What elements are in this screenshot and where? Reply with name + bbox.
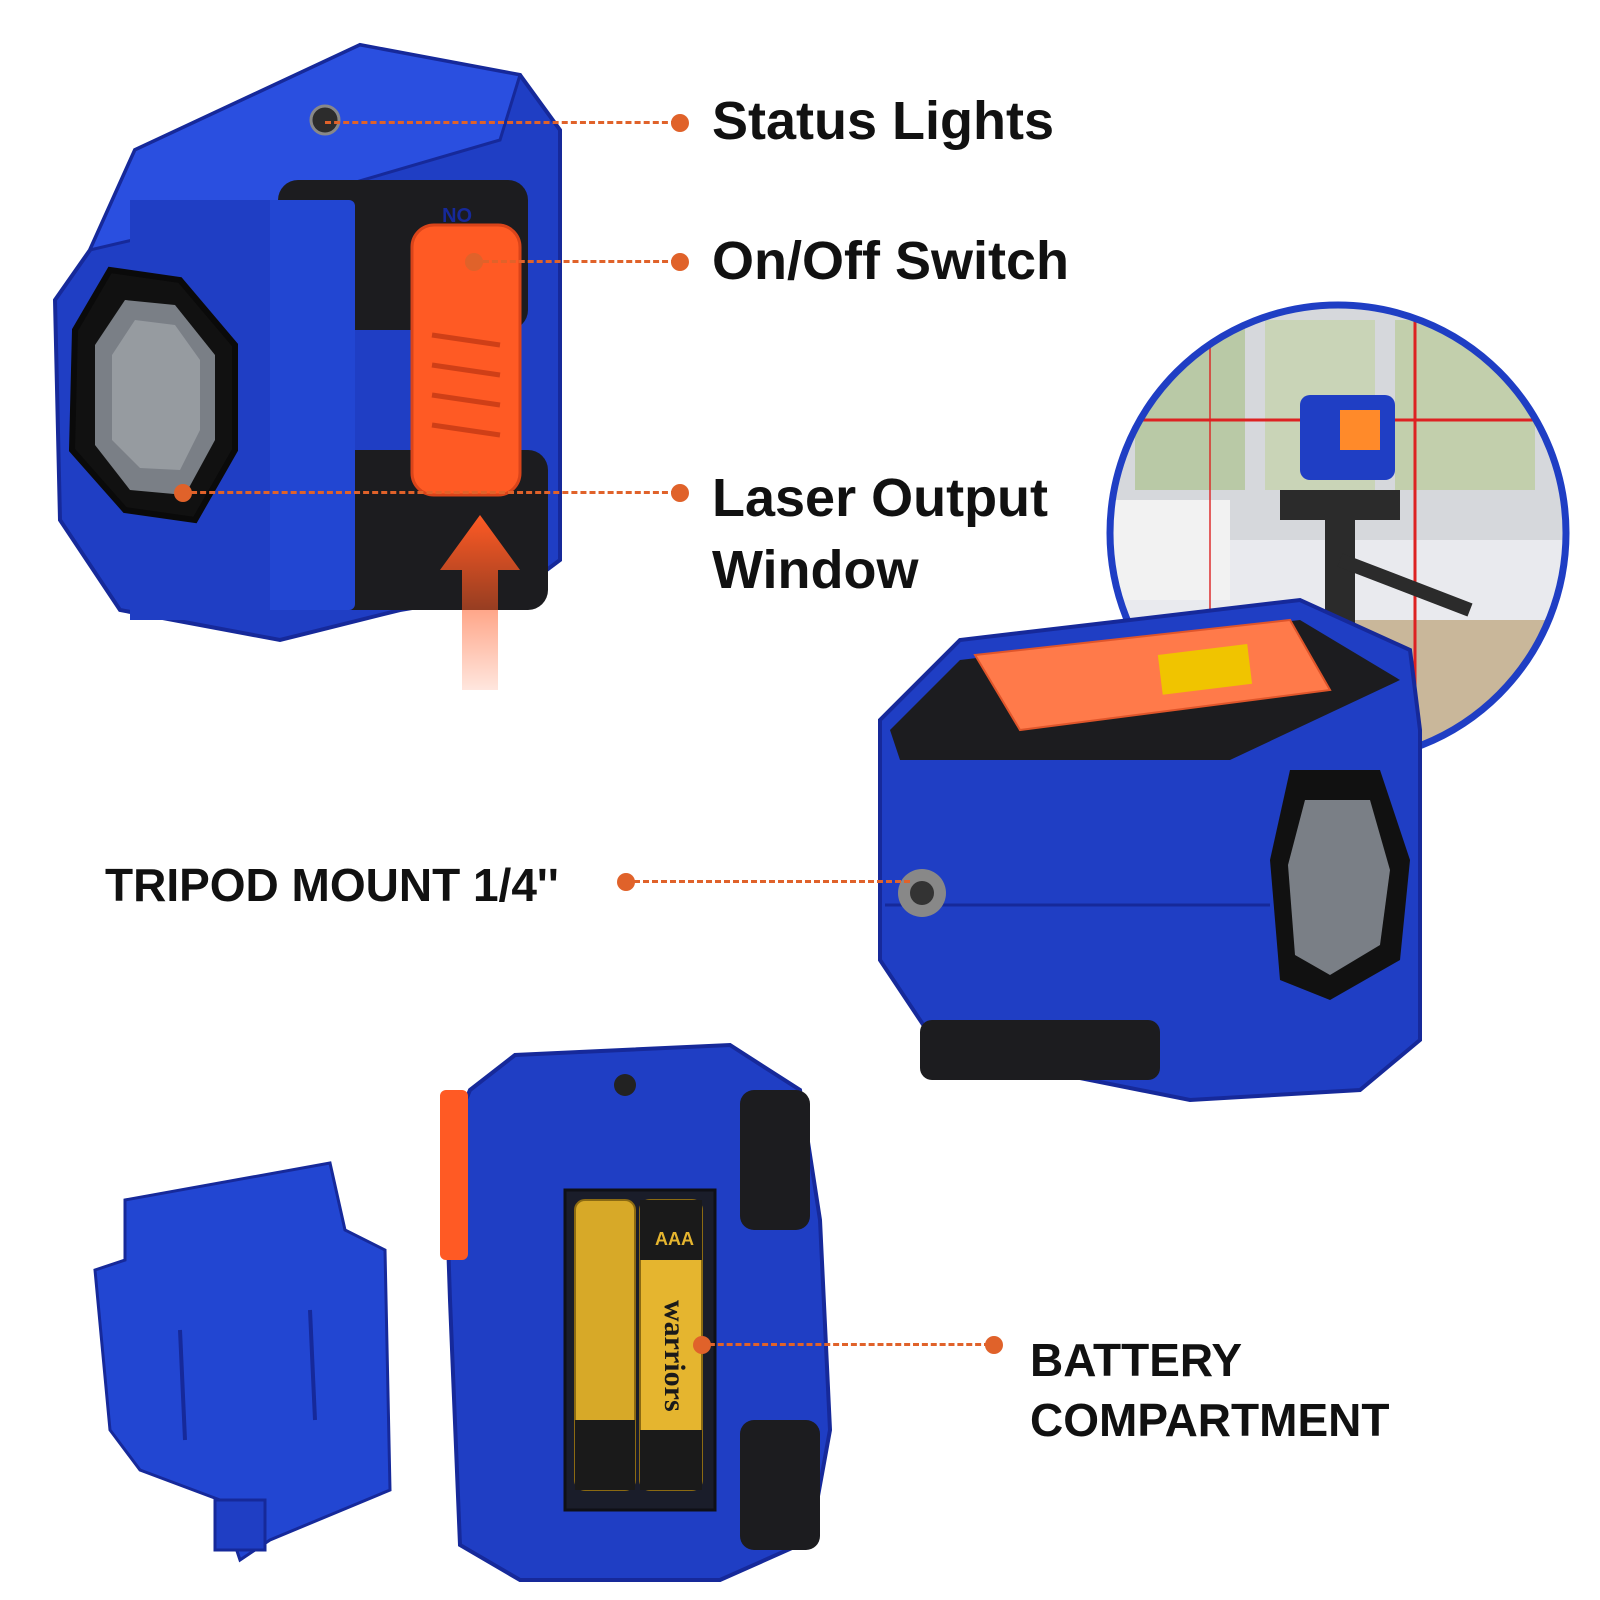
status-lights-callout-line xyxy=(325,121,677,124)
battery-compartment-label: BATTERY COMPARTMENT xyxy=(1030,1330,1389,1450)
battery-cover xyxy=(93,1161,392,1563)
laser-window-callout-dot xyxy=(671,484,689,502)
battery-point-dot xyxy=(693,1336,711,1354)
on-off-switch-callout-dot xyxy=(671,253,689,271)
laser-window-point-dot xyxy=(174,484,192,502)
on-off-switch-point-dot xyxy=(465,253,483,271)
on-off-switch-callout-line xyxy=(474,260,677,263)
battery-line2: COMPARTMENT xyxy=(1030,1394,1390,1446)
on-off-switch-label: On/Off Switch xyxy=(712,231,1069,291)
device-battery-view xyxy=(440,1042,833,1582)
status-lights-callout-dot xyxy=(671,114,689,132)
battery-callout-dot xyxy=(985,1336,1003,1354)
tripod-mount-label: TRIPOD MOUNT 1/4'' xyxy=(105,859,559,911)
laser-window-callout-line xyxy=(182,491,677,494)
status-lights-label: Status Lights xyxy=(712,91,1055,151)
battery-line1: BATTERY xyxy=(1030,1334,1243,1386)
laser-output-line1: Laser Output xyxy=(712,468,1049,528)
status-light xyxy=(309,104,341,136)
up-arrow-icon xyxy=(440,515,520,690)
battery-callout-line xyxy=(700,1343,990,1346)
device-side-view xyxy=(878,597,1422,1103)
laser-output-window-label: Laser Output Window xyxy=(712,462,1048,606)
laser-output-line2: Window xyxy=(712,540,919,600)
tripod-mount-callout-dot xyxy=(617,873,635,891)
tripod-mount-callout-line xyxy=(625,880,910,883)
